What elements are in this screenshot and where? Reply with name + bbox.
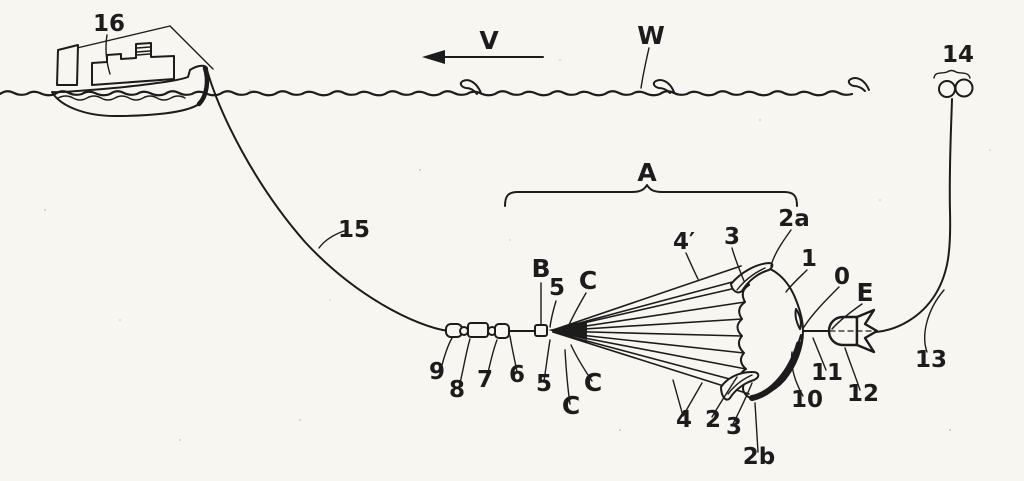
riser-cable-13 [875,98,953,333]
surface-buoys [933,69,974,98]
label-C-bottom: C [562,391,580,420]
assembly-brace [504,184,798,207]
label-flap-3-bottom: 3 [726,414,742,440]
label-edge-10: 10 [791,387,823,413]
towing-ship [51,25,214,117]
buoy-brace [933,69,971,79]
label-chain-7: 7 [477,367,493,393]
inline-chain [445,322,587,340]
flap-bottom-fold-line [727,374,753,395]
shroud-lines [552,284,750,370]
label-apex-0: 0 [834,264,850,290]
stern-reinforcement [196,65,210,107]
label-velocity-V: V [479,26,499,55]
breaking-wave-crests [459,77,870,95]
label-chain-9: 9 [429,359,445,385]
canopy-flap-3-bottom [720,371,760,401]
label-rope-6: 6 [509,362,525,388]
label-edge-2: 2 [705,407,721,433]
label-chain-8: 8 [449,377,465,403]
suspension-band-4-prime-lines [552,265,752,331]
label-band-4: 4 [676,407,692,433]
label-canopy-1: 1 [801,246,817,272]
apex-curl-bottom [794,334,803,357]
flap-top-fold-line [736,267,766,291]
label-C-mid: C [584,368,602,397]
apex-curl-top [794,308,802,330]
canopy [720,262,804,401]
label-device-E: E [856,278,873,307]
hull-waterline-wave [57,95,186,101]
water-surface-line [0,90,854,97]
label-bridle-B: B [531,254,550,283]
shroud-line-fan [552,265,752,395]
label-flap-3-top: 3 [724,224,740,250]
chain-link-a [459,326,469,336]
label-C-top: C [579,266,597,295]
ship-sail [56,44,79,86]
bridle-bead-B [534,324,548,337]
label-line-11: 11 [811,360,843,386]
label-buoys-14: 14 [942,42,974,68]
label-assembly-A: A [637,158,657,187]
velocity-arrow [422,50,544,64]
leader-lines [105,34,945,453]
label-water-W: W [637,21,665,50]
label-body-12: 12 [847,381,879,407]
paper-specks [44,49,991,441]
label-shroud-5-bottom: 5 [536,371,552,397]
label-ship-16: 16 [93,11,125,37]
label-flap-tip-2a: 2a [778,206,810,232]
label-riser-13: 13 [915,347,947,373]
label-flap-tip-2b: 2b [743,444,775,470]
buoy-left [938,80,956,98]
reference-labels: 16 V W 14 A 15 9 8 7 6 5 C C B 5 C 4′ 3 … [93,11,974,470]
velocity-arrow-head [422,50,445,64]
buoy-right [954,78,974,98]
chain-component-8 [467,322,489,338]
suspension-band-4-lines [552,331,750,395]
label-tow-cable-15: 15 [338,217,370,243]
label-shroud-5-top: 5 [549,275,565,301]
funnel-hatching [136,46,151,56]
label-band-4-prime: 4′ [673,229,695,255]
tow-cable [206,69,449,332]
chain-component-7 [494,323,510,339]
